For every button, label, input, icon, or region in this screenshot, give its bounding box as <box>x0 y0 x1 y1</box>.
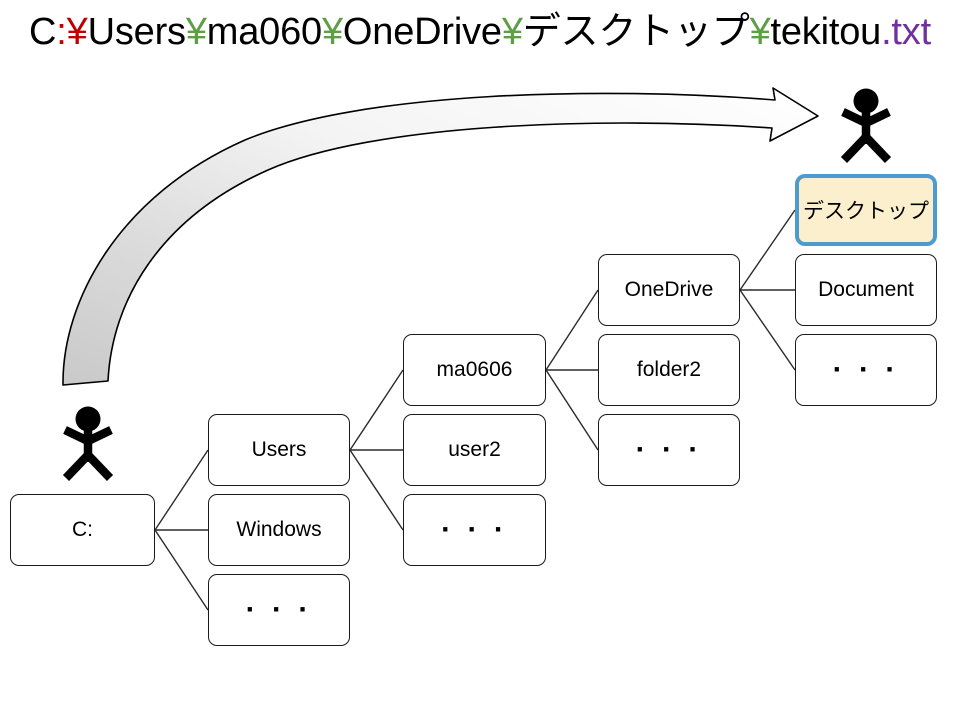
title-part-11: tekitou <box>770 11 882 53</box>
title-part-1: : <box>56 11 67 53</box>
title-part-6: ¥ <box>321 11 343 53</box>
title-part-9: デスクトップ <box>522 11 750 53</box>
connector-onedrive-to-onedrive-more <box>739 289 796 371</box>
title-part-8: ¥ <box>501 11 523 53</box>
tree-node-label: C: <box>72 518 93 541</box>
tree-node-label: folder2 <box>636 358 702 381</box>
tree-node-label: OneDrive <box>624 278 714 301</box>
connector-ma0606-to-onedrive <box>545 289 599 371</box>
title-part-0: C <box>29 11 57 53</box>
connector-c-drive-to-root-more <box>154 529 209 611</box>
tree-node-label: · · · <box>635 433 703 466</box>
title-part-10: ¥ <box>749 11 771 53</box>
connector-onedrive-to-desktop <box>739 209 796 291</box>
title-part-3: Users <box>87 11 186 53</box>
tree-node-label: user2 <box>448 438 501 461</box>
tree-node-label: · · · <box>441 513 508 546</box>
tree-node-ma0606[interactable]: ma0606 <box>403 334 546 406</box>
tree-node-label: · · · <box>832 353 900 386</box>
tree-node-windows[interactable]: Windows <box>208 494 350 566</box>
connector-c-drive-to-users <box>154 449 209 531</box>
tree-node-folder2[interactable]: folder2 <box>598 334 740 406</box>
tree-node-root-more[interactable]: · · · <box>208 574 350 646</box>
connector-users-to-ma0606 <box>349 369 404 451</box>
tree-node-label: Windows <box>236 518 322 541</box>
tree-node-ma0606-more[interactable]: · · · <box>598 414 740 486</box>
tree-node-document[interactable]: Document <box>795 254 937 326</box>
title-part-12: .txt <box>881 11 931 53</box>
connector-users-to-users-more <box>349 449 404 531</box>
tree-node-user2[interactable]: user2 <box>403 414 546 486</box>
page-title: C:¥Users¥ma060¥OneDrive¥デスクトップ¥tekitou.t… <box>0 6 960 58</box>
tree-node-desktop[interactable]: デスクトップ <box>795 174 937 246</box>
title-part-2: ¥ <box>66 11 88 53</box>
connector-ma0606-to-ma0606-more <box>545 369 599 451</box>
tree-node-label: Users <box>251 438 307 461</box>
stick-figure-start <box>62 406 114 481</box>
title-part-4: ¥ <box>185 11 207 53</box>
tree-node-label: ma0606 <box>436 358 513 381</box>
tree-node-users[interactable]: Users <box>208 414 350 486</box>
tree-node-label: デスクトップ <box>803 200 929 223</box>
title-part-7: OneDrive <box>342 11 502 53</box>
title-part-5: ma060 <box>206 11 322 53</box>
tree-node-users-more[interactable]: · · · <box>403 494 546 566</box>
tree-node-label: · · · <box>245 593 313 626</box>
tree-node-label: Document <box>818 278 914 301</box>
stick-figure-end <box>840 88 892 163</box>
tree-node-c-drive[interactable]: C: <box>10 494 155 566</box>
tree-node-onedrive-more[interactable]: · · · <box>795 334 937 406</box>
tree-node-onedrive[interactable]: OneDrive <box>598 254 740 326</box>
